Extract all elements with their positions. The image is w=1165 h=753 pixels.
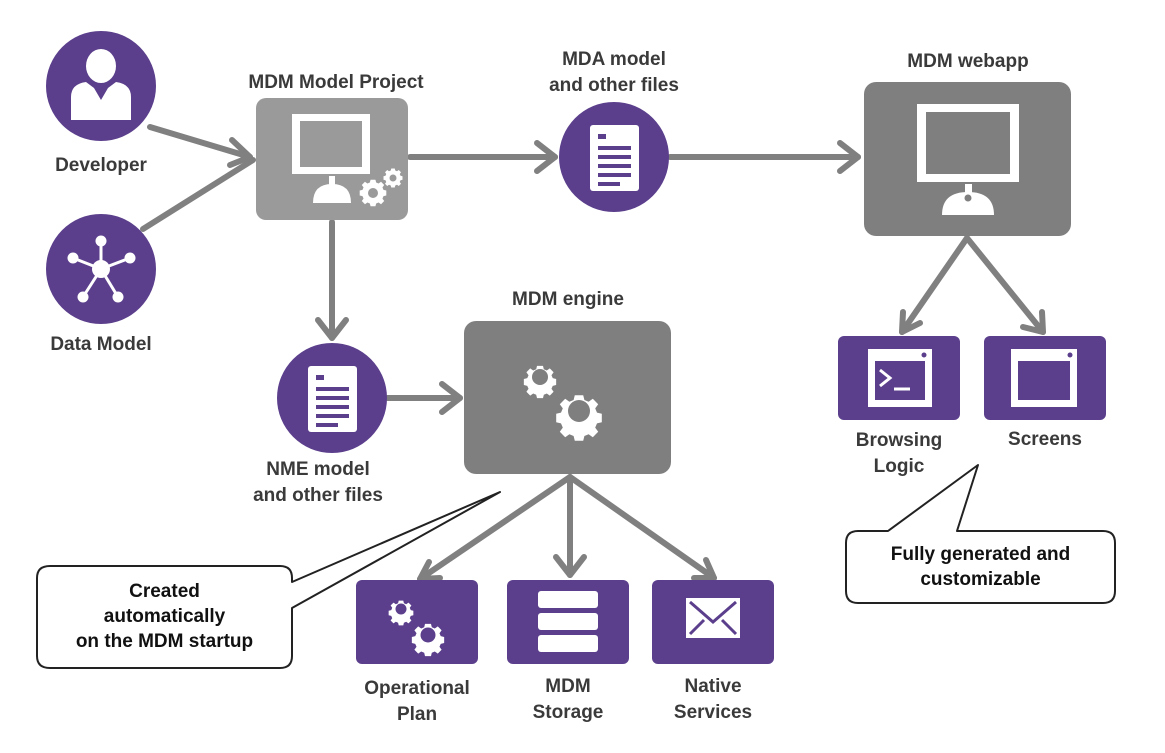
engine-node	[464, 321, 671, 474]
arrow-datamodel-to-project	[140, 157, 256, 232]
network-hub-icon	[67, 235, 136, 303]
arrowhead-project-to-nme	[315, 317, 349, 341]
nme-files-label-line-2: and other files	[253, 485, 383, 506]
arrowhead-mda-to-webapp	[837, 140, 861, 174]
callout-webapp-text: Fully generated and customizable	[846, 542, 1115, 592]
operational-plan-node	[356, 580, 478, 664]
storage-node	[507, 580, 629, 664]
browsing-logic-label: Browsing Logic	[829, 428, 969, 480]
native-services-label-line-2: Services	[673, 702, 753, 723]
arrow-developer-to-project	[147, 124, 253, 160]
nme-files-node	[277, 343, 387, 453]
arrow-engine-to-native	[567, 474, 717, 581]
arrowhead-nme-to-engine	[439, 381, 463, 415]
screens-label: Screens	[1008, 429, 1082, 450]
arrow-webapp-to-browsing	[899, 235, 970, 335]
callout-engine-text: Created automatically on the MDM startup	[37, 579, 292, 654]
operational-plan-label: Operational Plan	[337, 676, 497, 728]
native-services-label: Native Services	[643, 674, 783, 726]
mda-files-node	[559, 102, 669, 212]
mda-files-label-line-1: MDA model	[562, 49, 666, 70]
storage-label-line-1: MDM	[545, 676, 591, 697]
nme-files-label-line-1: NME model	[266, 459, 370, 480]
data-model-node	[46, 214, 156, 324]
storage-label-line-2: Storage	[532, 702, 604, 723]
arrowhead-project-to-mda	[534, 140, 558, 174]
callout-webapp-line-1: Fully generated and	[890, 544, 1071, 565]
callout-engine-line-1: Created	[129, 581, 200, 602]
developer-node	[46, 31, 156, 141]
connector-lines	[140, 124, 1046, 582]
webapp-node	[864, 82, 1071, 236]
model-project-node	[256, 98, 408, 220]
nme-files-label: NME model and other files	[228, 457, 408, 509]
database-icon	[538, 591, 598, 652]
arrowhead-engine-to-native	[691, 557, 717, 581]
storage-label: MDM Storage	[498, 674, 638, 726]
native-services-label-line-1: Native	[684, 676, 742, 697]
arrowhead-developer-to-project	[227, 137, 253, 168]
callout-engine-bubble	[36, 491, 501, 669]
arrowhead-webapp-to-screens	[1020, 309, 1046, 335]
document-icon	[308, 366, 357, 432]
arrowhead-webapp-to-browsing	[899, 309, 923, 335]
arrowhead-engine-to-storage	[553, 554, 587, 578]
arrow-webapp-to-screens	[964, 235, 1046, 335]
arrow-engine-to-operational	[417, 474, 573, 582]
user-icon	[71, 49, 131, 120]
callout-engine-line-3: on the MDM startup	[75, 631, 254, 652]
data-model-label: Data Model	[50, 334, 152, 355]
browsing-logic-label-line-1: Browsing	[855, 430, 943, 451]
callout-engine-line-2: automatically	[103, 606, 226, 627]
browsing-logic-label-line-2: Logic	[873, 456, 925, 477]
mda-files-label: MDA model and other files	[524, 47, 704, 99]
terminal-icon	[868, 349, 932, 407]
native-services-node	[652, 580, 774, 664]
mda-files-label-line-2: and other files	[549, 75, 679, 96]
screens-node	[984, 336, 1106, 420]
monitor-gears-icon	[292, 114, 403, 207]
operational-plan-label-line-1: Operational	[364, 678, 470, 699]
monitor-icon	[917, 104, 1019, 215]
engine-label: MDM engine	[512, 289, 624, 310]
envelope-icon	[686, 598, 740, 638]
browsing-logic-node	[838, 336, 960, 420]
arrowhead-engine-to-operational	[417, 559, 443, 582]
window-icon	[1011, 349, 1077, 407]
callout-webapp-bubble	[845, 464, 1116, 604]
callout-webapp-line-2: customizable	[920, 569, 1041, 590]
webapp-label: MDM webapp	[907, 51, 1029, 72]
document-icon	[590, 125, 639, 191]
model-project-label: MDM Model Project	[248, 72, 424, 93]
developer-label: Developer	[55, 155, 147, 176]
gears-icon	[523, 365, 602, 441]
gears-icon	[388, 600, 445, 657]
operational-plan-label-line-2: Plan	[396, 704, 438, 725]
